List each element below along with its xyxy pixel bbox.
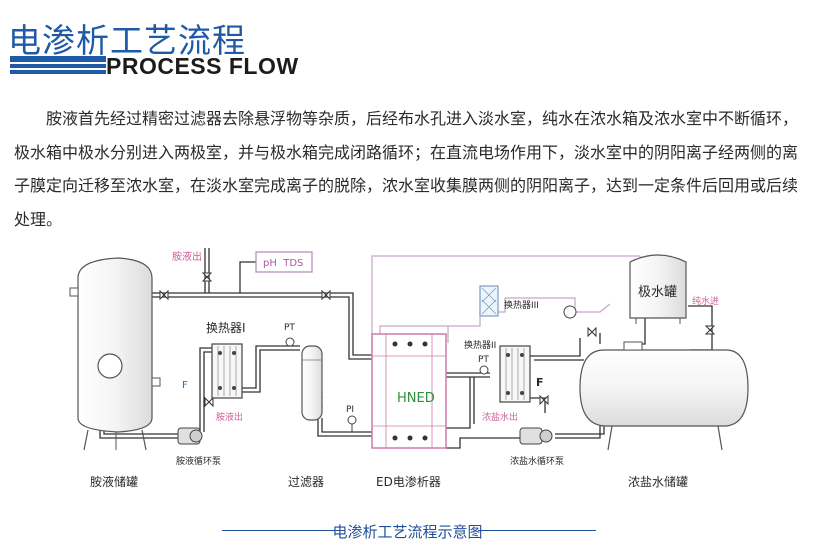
filter-label: 过滤器 (288, 475, 324, 489)
pipe-network (99, 248, 713, 449)
process-description: 胺液首先经过精密过滤器去除悬浮物等杂质，后经布水孔进入淡水室，纯水在浓水箱及浓水… (14, 109, 799, 229)
f-1-label: F (182, 380, 188, 391)
process-flow-diagram: 胺液出 pH TDS 换热器Ⅰ PT F 胺液出 胺液循环泵 胺液储罐 过滤器 … (69, 248, 749, 489)
heat-exchanger-1-label: 换热器Ⅰ (206, 321, 246, 335)
diagram-caption: 电渗析工艺流程示意图 (332, 523, 483, 541)
pressure-gauge-pt-1 (285, 337, 295, 347)
caption-line-right (478, 530, 596, 531)
amine-circulation-pump (177, 427, 203, 445)
ed-device-label: ED电渗析器 (376, 474, 441, 489)
electrode-water-pump (563, 305, 577, 319)
hned-label: HNED (397, 391, 435, 406)
brine-pump-label: 浓盐水循环泵 (510, 455, 564, 467)
heat-exchanger-1 (211, 343, 243, 399)
pi-label: PI (346, 405, 354, 415)
amine-out-label: 胺液出 (172, 250, 202, 263)
amine-storage-tank (69, 257, 161, 451)
ph-tds-meter (255, 251, 313, 273)
page-subtitle: PROCESS FLOW (106, 53, 299, 79)
f-2-label: F (536, 376, 544, 389)
heat-exchanger-3-label: 换热器III (504, 299, 539, 311)
brine-tank-label: 浓盐水储罐 (628, 474, 688, 489)
caption-line-left (222, 530, 340, 531)
pt-1-label: PT (284, 323, 295, 333)
page-title: 电渗析工艺流程 (8, 21, 246, 60)
ed-electrodialysis-stack (371, 333, 447, 449)
pressure-gauge-pi (347, 415, 357, 432)
precision-filter (301, 345, 323, 421)
ph-tds-label: pH TDS (263, 258, 303, 269)
pressure-gauge-pt-2 (479, 365, 489, 375)
brine-storage-tank (579, 341, 749, 451)
heat-exchanger-3 (479, 285, 499, 317)
brine-circulation-pump (519, 427, 553, 445)
electrode-water-tank (629, 254, 687, 324)
amine-tank-label: 胺液储罐 (90, 474, 138, 489)
amine-out-2-label: 胺液出 (216, 411, 243, 423)
pt-2-label: PT (478, 355, 489, 365)
amine-pump-label: 胺液循环泵 (176, 455, 221, 467)
brine-out-label: 浓盐水出 (482, 411, 518, 423)
heat-exchanger-2 (499, 345, 531, 403)
heat-exchanger-2-label: 换热器II (464, 339, 496, 351)
electrode-tank-label: 极水罐 (638, 285, 677, 300)
title-decoration (10, 56, 106, 74)
pure-water-in-label: 纯水进 (692, 295, 719, 307)
